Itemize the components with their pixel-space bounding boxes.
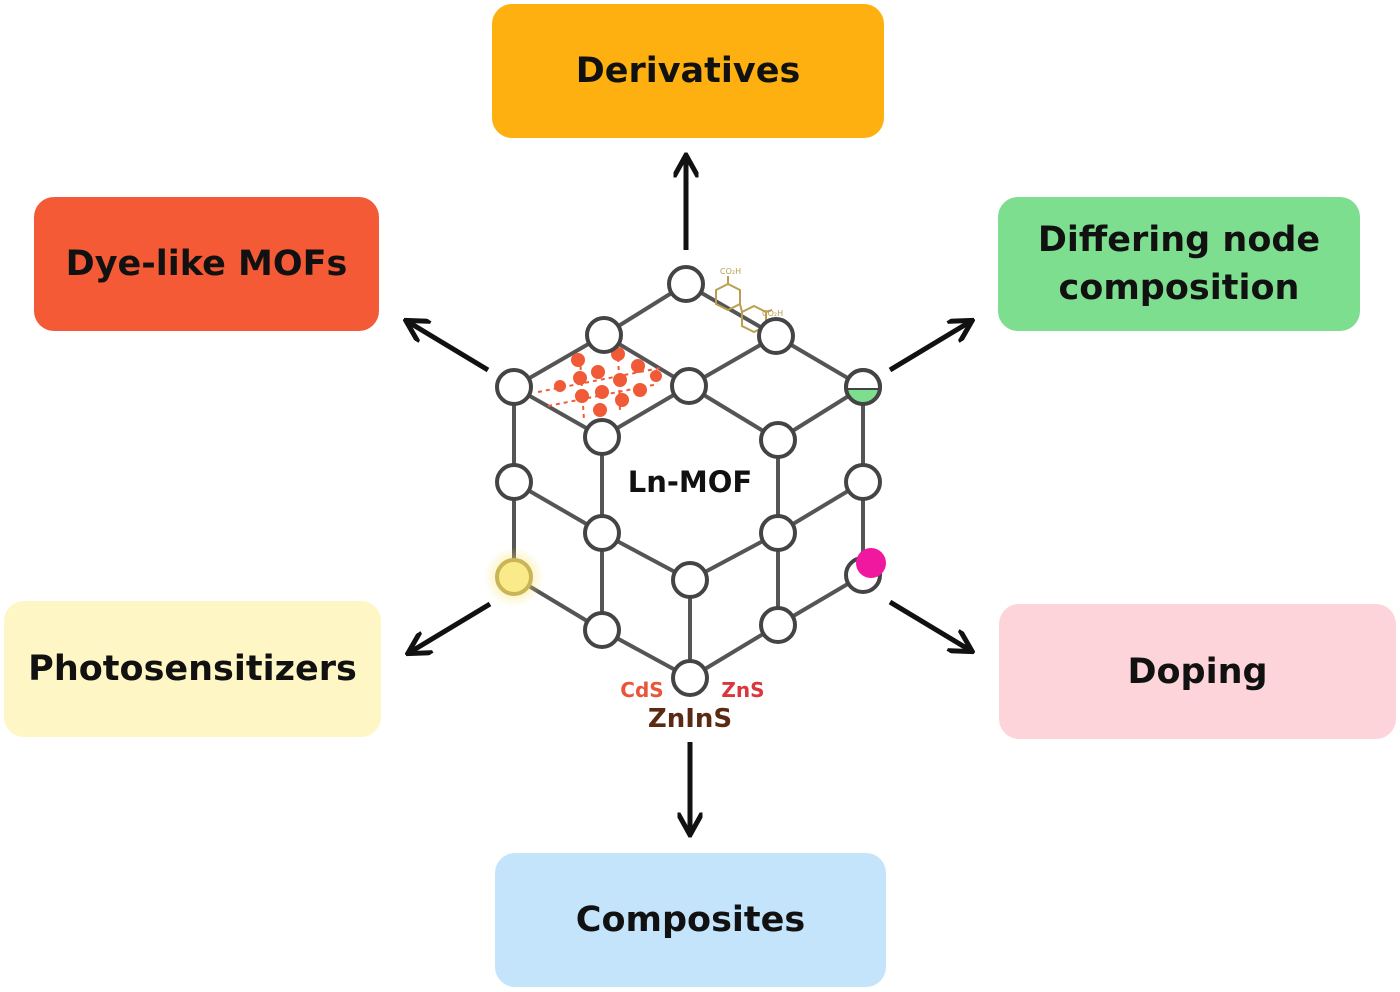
- node: [583, 611, 621, 649]
- arrow-to-photosensitizers: [412, 601, 492, 651]
- node: [671, 561, 709, 599]
- composites-label: Composites: [575, 900, 806, 940]
- doping-box: Doping: [999, 604, 1396, 739]
- node: [759, 514, 797, 552]
- node: [583, 418, 621, 456]
- node: [667, 265, 705, 303]
- node: [671, 659, 709, 697]
- photosensitizers-label: Photosensitizers: [28, 649, 357, 689]
- differing-node-label: Differing node composition: [1038, 216, 1320, 312]
- differing-node-line2: composition: [1058, 268, 1300, 308]
- node: [844, 463, 882, 501]
- arrow-to-doping: [888, 599, 968, 649]
- node: [759, 421, 797, 459]
- half-green-node: [844, 368, 882, 406]
- differing-node-composition-box: Differing node composition: [998, 197, 1360, 331]
- composites-box: Composites: [495, 853, 886, 987]
- zns-label: ZnS: [721, 678, 764, 702]
- linker-label-a: CO₂H: [720, 267, 741, 276]
- photosensitizer-node: [495, 558, 533, 596]
- dopant-dot: [856, 548, 886, 578]
- node: [583, 514, 621, 552]
- cds-label: CdS: [620, 678, 663, 702]
- linker-label-b: CO₂H: [762, 309, 783, 318]
- node: [495, 463, 533, 501]
- node: [495, 368, 533, 406]
- dye-like-mofs-box: Dye-like MOFs: [34, 197, 379, 331]
- node: [670, 367, 708, 405]
- node: [759, 606, 797, 644]
- arrow-to-differing: [888, 323, 968, 373]
- differing-node-line1: Differing node: [1037, 220, 1321, 260]
- arrows: [410, 160, 968, 830]
- arrow-to-dye-like: [410, 323, 490, 373]
- dye-like-mofs-label: Dye-like MOFs: [65, 244, 348, 284]
- node: [585, 316, 623, 354]
- zninS-label: ZnInS: [648, 704, 732, 734]
- center-label: Ln-MOF: [628, 465, 752, 499]
- node: [757, 317, 795, 355]
- dye-molecule-pattern: [537, 347, 662, 421]
- derivatives-box: Derivatives: [492, 4, 884, 138]
- doping-label: Doping: [1127, 651, 1268, 692]
- framework-nodes: [495, 265, 882, 697]
- derivatives-label: Derivatives: [575, 51, 801, 91]
- photosensitizers-box: Photosensitizers: [4, 601, 381, 737]
